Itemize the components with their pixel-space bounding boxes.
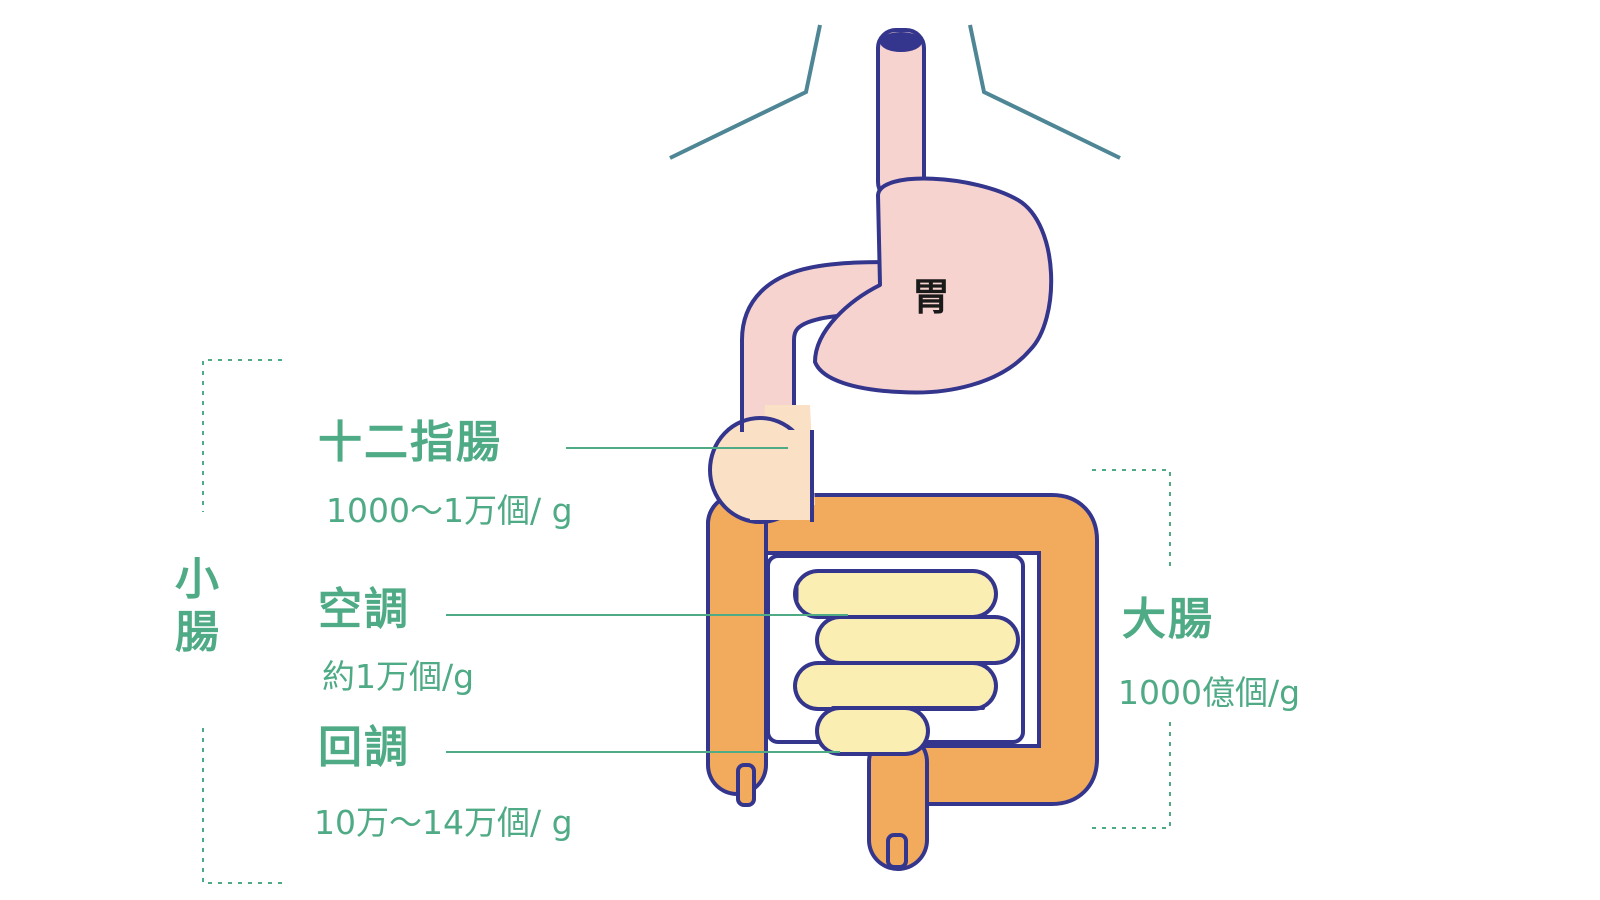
body-silhouette: [669, 24, 1121, 160]
jejunum-name: 空調: [318, 584, 410, 635]
stomach-shape: [708, 28, 1054, 524]
ileum-name: 回調: [318, 722, 410, 773]
large-intestine-count: 1000億個/g: [1118, 673, 1301, 712]
stomach-label: 胃: [912, 275, 951, 319]
leader-lines: [446, 447, 848, 753]
duodenum-count: 1000〜1万個/ g: [326, 491, 573, 530]
ileum-count: 10万〜14万個/ g: [314, 803, 573, 842]
duodenum-name: 十二指腸: [318, 417, 502, 468]
jejunum-count: 約1万個/g: [322, 657, 475, 696]
brackets: [202, 359, 1171, 884]
small-intestine-label: 小腸: [175, 554, 221, 658]
large-intestine-shape: [706, 493, 1099, 871]
large-intestine-bracket: [1092, 469, 1171, 829]
large-intestine-name: 大腸: [1122, 594, 1214, 645]
small-intestine-shape: [766, 554, 1025, 756]
small-intestine-bracket: [202, 359, 282, 884]
